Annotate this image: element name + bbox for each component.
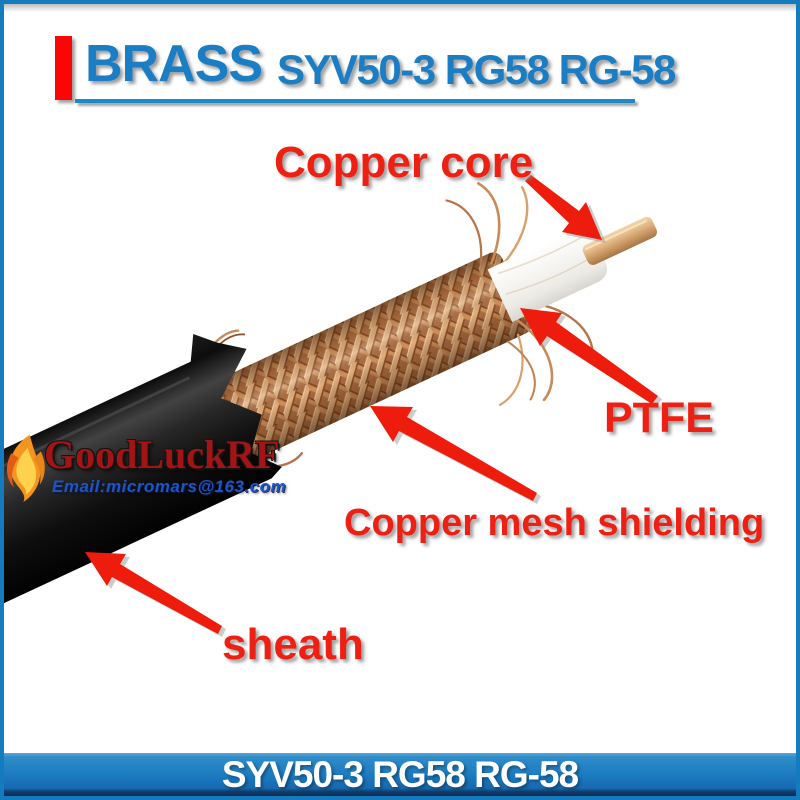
sheath-arrow [85,552,226,637]
copper-core-section [582,216,658,265]
ptfe-arrow [520,308,662,407]
header-accent-bar [55,36,72,100]
model-title: SYV50-3 RG58 RG-58 [277,46,676,93]
phoenix-flame-icon [6,434,45,503]
annotation-arrows [85,175,662,637]
footer-bar: SYV50-3 RG58 RG-58 [4,753,796,796]
watermark-brand: GoodLuckRF [44,432,280,477]
header-underline [75,99,635,103]
label-copper-core: Copper core [274,138,534,187]
copper-mesh-arrow [370,406,541,504]
label-sheath: sheath [222,620,364,669]
brand-title: BRASS [85,35,263,93]
watermark-email: Email:micromars@163.com [52,477,287,496]
watermark: GoodLuckRF Email:micromars@163.com [4,425,322,517]
footer-model-text: SYV50-3 RG58 RG-58 [221,753,579,795]
label-ptfe: PTFE [604,394,714,442]
copper-core-arrow [525,175,606,243]
label-copper-mesh-shielding: Copper mesh shielding [344,502,765,544]
sheath-section [4,333,282,622]
copper-mesh-section [193,252,532,470]
